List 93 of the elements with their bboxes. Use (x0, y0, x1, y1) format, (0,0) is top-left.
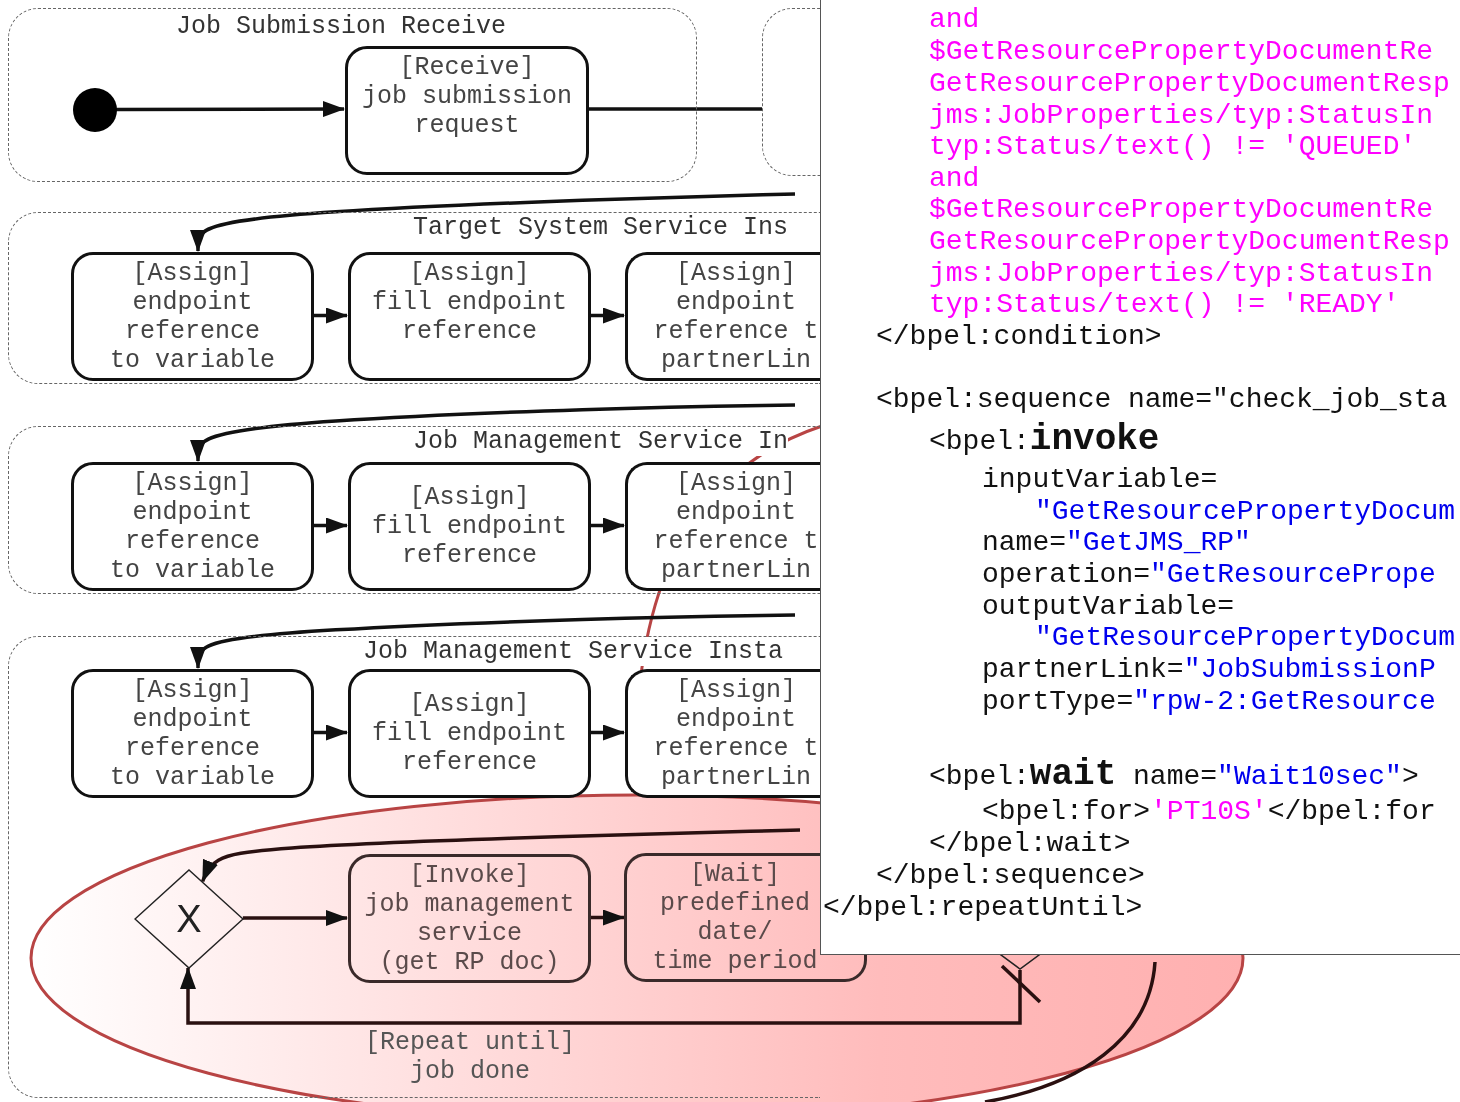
code-text: </bpel:wait> (929, 828, 1131, 859)
code-text: </bpel:sequence> (876, 860, 1145, 891)
code-text: typ:Status/text() != 'READY' (929, 289, 1400, 320)
activity-type: [Assign] (131, 675, 254, 705)
activity-box (345, 46, 589, 175)
activity-box (348, 252, 591, 381)
activity-type: [Assign] (408, 259, 531, 288)
code-text: and (929, 4, 980, 35)
group-frame (8, 426, 820, 594)
code-text: name= (982, 527, 1066, 558)
code-text: $GetResourcePropertyDocumentRe (929, 36, 1434, 67)
activity-type: [Assign] (131, 468, 254, 498)
arrow (190, 403, 796, 462)
activity-label: endpoint reference t partnerLin (652, 497, 820, 585)
activity-box (348, 854, 591, 983)
arrow (190, 192, 796, 252)
activity-box (625, 462, 821, 591)
code-text: "GetResourcePropertyDocum (1035, 496, 1456, 527)
arrow (201, 828, 801, 883)
start-node (73, 88, 117, 132)
group-frame (8, 212, 820, 384)
code-text: "GetJMS_RP" (1066, 527, 1251, 558)
code-text: </bpel:repeatUntil> (823, 892, 1143, 923)
code-text: "GetResourcePrope (1150, 559, 1436, 590)
activity-type: [Receive] (398, 53, 536, 82)
activity-label: job submission request (361, 82, 572, 140)
activity-type: [Wait] (689, 859, 781, 889)
code-text: GetResourcePropertyDocumentResp (929, 68, 1450, 99)
activity-box (348, 669, 591, 798)
activity-box (71, 669, 314, 798)
activity-box (348, 462, 591, 591)
code-text: "GetResourcePropertyDocum (1035, 622, 1456, 653)
group-frame (8, 8, 697, 182)
activity-type: [Assign] (408, 690, 531, 719)
code-text: jms:JobProperties/typ:StatusIn (929, 258, 1434, 289)
arrow (590, 307, 625, 324)
arrow (180, 967, 1022, 1025)
activity-type: [Invoke] (408, 860, 531, 890)
activity-label: endpoint reference t partnerLin (652, 704, 820, 792)
gateway-label: X (175, 899, 203, 939)
code-dialog (820, 0, 1460, 955)
code-text: "JobSubmissionP (1183, 654, 1436, 685)
code-text: <bpel:sequence name="check_job_sta (876, 384, 1448, 415)
code-text: partnerLink= (982, 654, 1184, 685)
activity-box (71, 462, 314, 591)
group-frame (8, 636, 820, 1098)
arrow (190, 613, 796, 669)
arrow (242, 910, 348, 926)
activity-label: predefined date/ time period (651, 888, 819, 976)
code-text: typ:Status/text() != 'QUEUED' (929, 131, 1417, 162)
activity-label: fill endpoint reference (371, 512, 567, 570)
activity-type: [Assign] (408, 483, 531, 512)
code-text: <bpel:for> (982, 796, 1151, 827)
code-text: portType= (982, 686, 1134, 717)
code-text: and (929, 163, 980, 194)
activity-label: endpoint reference to variable (110, 497, 275, 585)
group-title: Job Management Service Insta (363, 637, 784, 666)
code-text: operation= (982, 559, 1151, 590)
group-title: Job Management Service In (413, 427, 789, 456)
arrow (313, 517, 348, 534)
flow-line (588, 107, 762, 111)
code-text: outputVariable= (982, 591, 1235, 622)
activity-type: [Assign] (675, 258, 797, 288)
arrow (590, 517, 625, 534)
code-text: GetResourcePropertyDocumentResp (929, 226, 1450, 257)
code-text: </bpel:for (1267, 796, 1436, 827)
activity-label: endpoint reference t partnerLin (652, 287, 820, 375)
activity-type: [Assign] (675, 675, 797, 705)
code-text: inputVariable= (982, 464, 1218, 495)
activity-label: fill endpoint reference (371, 719, 567, 777)
activity-label: fill endpoint reference (371, 288, 567, 346)
edge-label: [Repeat until] job done (363, 1028, 576, 1086)
code-text: jms:JobProperties/typ:StatusIn (929, 100, 1434, 131)
code-text: $GetResourcePropertyDocumentRe (929, 194, 1434, 225)
activity-box (625, 669, 821, 798)
code-text: "Wait10sec" (1217, 761, 1402, 792)
arrow (313, 724, 348, 741)
code-text: 'PT10S' (1150, 796, 1268, 827)
arrow (590, 724, 625, 741)
activity-type: [Assign] (675, 468, 797, 498)
activity-type: [Assign] (131, 258, 254, 288)
activity-label: job management service (get RP doc) (364, 889, 575, 977)
arrow (590, 909, 625, 926)
code-text: </bpel:condition> (876, 321, 1162, 352)
activity-label: endpoint reference to variable (110, 704, 275, 792)
arrow (313, 307, 348, 324)
group-title: Target System Service Ins (413, 213, 789, 242)
activity-box (71, 252, 314, 381)
code-text: "rpw-2:GetResource (1133, 686, 1436, 717)
activity-box (625, 252, 821, 381)
arrow (116, 101, 345, 118)
activity-label: endpoint reference to variable (110, 287, 275, 375)
code-text: > (1401, 761, 1419, 792)
